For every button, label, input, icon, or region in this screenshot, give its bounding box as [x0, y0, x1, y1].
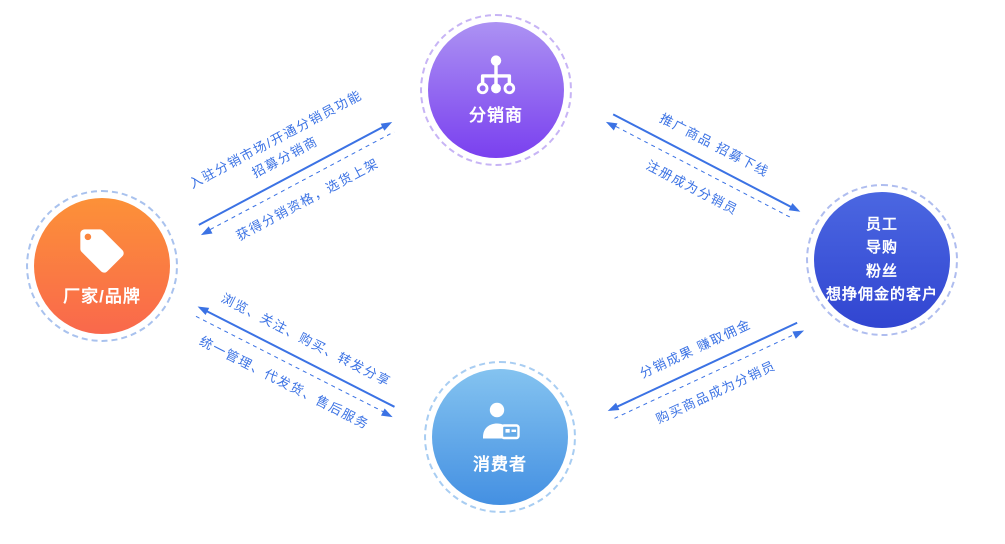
node-consumer: 消费者: [424, 361, 576, 513]
org-hierarchy-icon: [473, 54, 519, 96]
partners-lines: 员工 导购 粉丝 想挣佣金的客户: [826, 215, 938, 305]
person-card-icon: [475, 399, 525, 445]
node-manufacturer: 厂家/品牌: [26, 190, 178, 342]
price-tag-icon: [76, 225, 128, 277]
edge-partners-consumer: 分销成果 赚取佣金 购买商品成为分销员: [598, 296, 814, 445]
distributor-label: 分销商: [469, 106, 523, 125]
partners-circle: 员工 导购 粉丝 想挣佣金的客户: [814, 192, 950, 328]
consumer-circle: 消费者: [432, 369, 568, 505]
node-partners: 员工 导购 粉丝 想挣佣金的客户: [806, 184, 958, 336]
partners-line-guides: 导购: [865, 239, 898, 257]
distributor-circle: 分销商: [428, 22, 564, 158]
partners-line-fans: 粉丝: [865, 262, 898, 280]
edge-consumer-manufacturer: 浏览、关注、购买、转发分享 统一管理、代发货、售后服务: [182, 282, 407, 442]
edge-distributor-partners: 推广商品 招募下线 注册成为分销员: [595, 89, 811, 246]
edge-manufacturer-distributor: 入驻分销市场/开通分销员功能 招募分销商 获得分销资格，选货上架: [176, 80, 408, 260]
manufacturer-circle: 厂家/品牌: [34, 198, 170, 334]
partners-line-employees: 员工: [865, 216, 898, 233]
consumer-label: 消费者: [473, 455, 527, 474]
edge-label-back: 统一管理、代发货、售后服务: [196, 333, 372, 433]
node-distributor: 分销商: [420, 14, 572, 166]
manufacturer-label: 厂家/品牌: [63, 287, 141, 306]
partners-line-customers: 想挣佣金的客户: [825, 285, 938, 303]
